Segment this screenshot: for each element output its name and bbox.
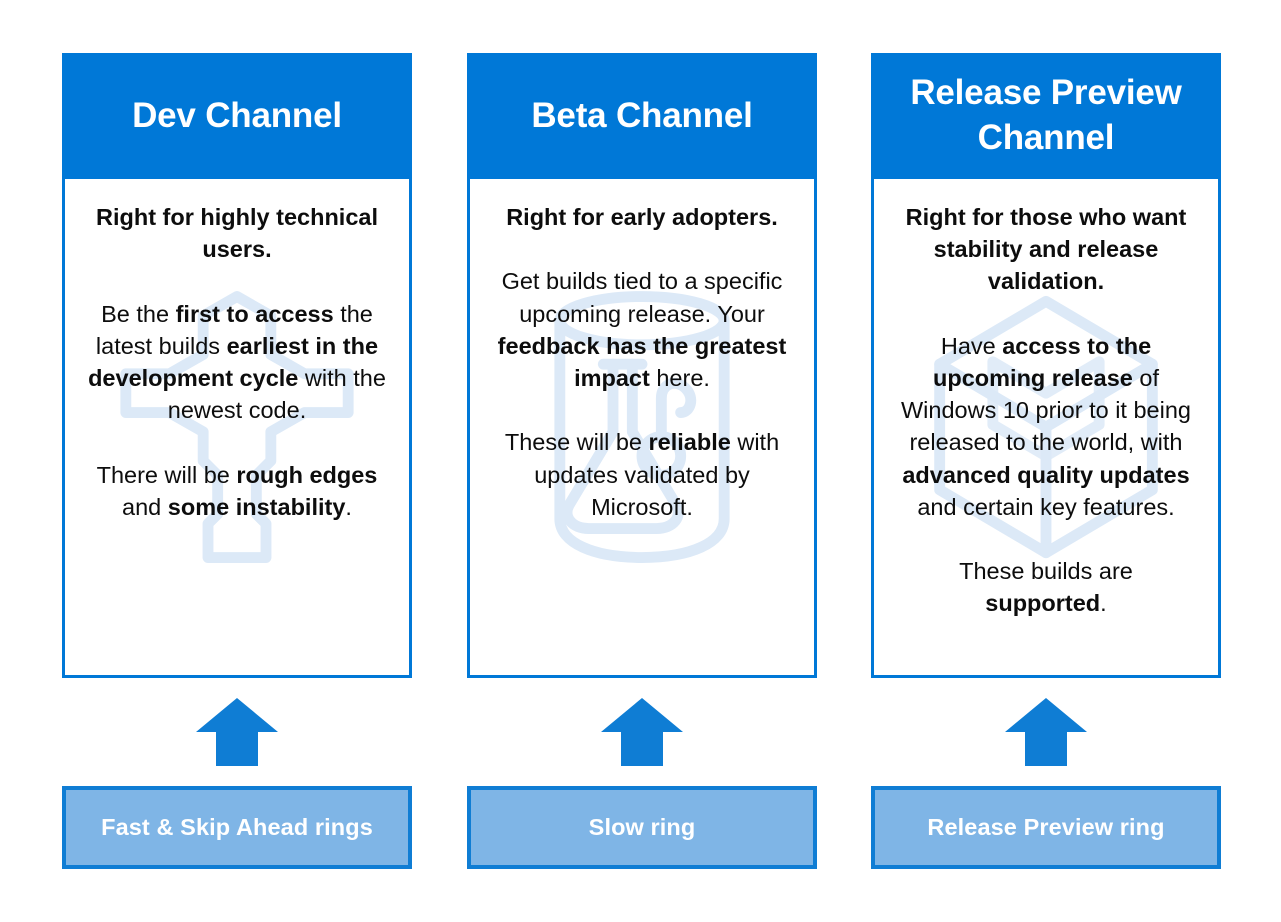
channel-card-beta: Beta Channel Right fo xyxy=(467,53,817,678)
channel-paragraph: Get builds tied to a specific upcoming r… xyxy=(497,268,787,391)
channel-body-beta: Right for early adopters. Get builds tie… xyxy=(467,179,817,678)
ring-bar-label: Release Preview ring xyxy=(927,814,1165,840)
ring-bar-release-preview[interactable]: Release Preview ring xyxy=(871,786,1221,869)
arrow-wrap-dev xyxy=(62,678,412,786)
ring-bar-label: Fast & Skip Ahead rings xyxy=(101,814,373,840)
channel-paragraph: Have access to the upcoming release of W… xyxy=(901,332,1191,520)
channel-paragraph: These builds are supported. xyxy=(959,558,1133,617)
up-arrow-icon xyxy=(1005,698,1087,766)
channel-header-release-preview: Release Preview Channel xyxy=(871,53,1221,179)
channel-card-dev: Dev Channel Right for highly technical u… xyxy=(62,53,412,678)
channel-column-release-preview: Release Preview Channel Right for those … xyxy=(871,53,1221,869)
up-arrow-icon xyxy=(196,698,278,766)
channel-paragraph: These will be reliable with updates vali… xyxy=(504,429,780,520)
channel-paragraph: Be the first to access the latest builds… xyxy=(88,300,386,424)
channel-title-release-preview: Release Preview Channel xyxy=(910,73,1182,157)
channel-lead-beta: Right for early adopters. xyxy=(506,204,778,230)
arrow-wrap-release-preview xyxy=(871,678,1221,786)
channel-card-release-preview: Release Preview Channel Right for those … xyxy=(871,53,1221,678)
channel-lead-dev: Right for highly technical users. xyxy=(95,204,378,263)
arrow-wrap-beta xyxy=(467,678,817,786)
channel-text-release-preview: Right for those who want stability and r… xyxy=(896,201,1196,619)
channel-paragraph: There will be rough edges and some insta… xyxy=(96,461,378,520)
up-arrow-icon xyxy=(601,698,683,766)
channel-title-dev: Dev Channel xyxy=(132,95,342,135)
channel-title-beta: Beta Channel xyxy=(531,95,753,135)
ring-bar-beta[interactable]: Slow ring xyxy=(467,786,817,869)
channel-column-dev: Dev Channel Right for highly technical u… xyxy=(62,53,412,869)
channel-body-dev: Right for highly technical users. Be the… xyxy=(62,179,412,678)
ring-bar-label: Slow ring xyxy=(588,814,696,840)
channel-header-dev: Dev Channel xyxy=(62,53,412,179)
channel-lead-release-preview: Right for those who want stability and r… xyxy=(905,204,1187,295)
channel-body-release-preview: Right for those who want stability and r… xyxy=(871,179,1221,678)
ring-bar-dev[interactable]: Fast & Skip Ahead rings xyxy=(62,786,412,869)
channel-text-dev: Right for highly technical users. Be the… xyxy=(87,201,387,523)
channel-text-beta: Right for early adopters. Get builds tie… xyxy=(492,201,792,523)
channel-column-beta: Beta Channel Right fo xyxy=(467,53,817,869)
channel-header-beta: Beta Channel xyxy=(467,53,817,179)
